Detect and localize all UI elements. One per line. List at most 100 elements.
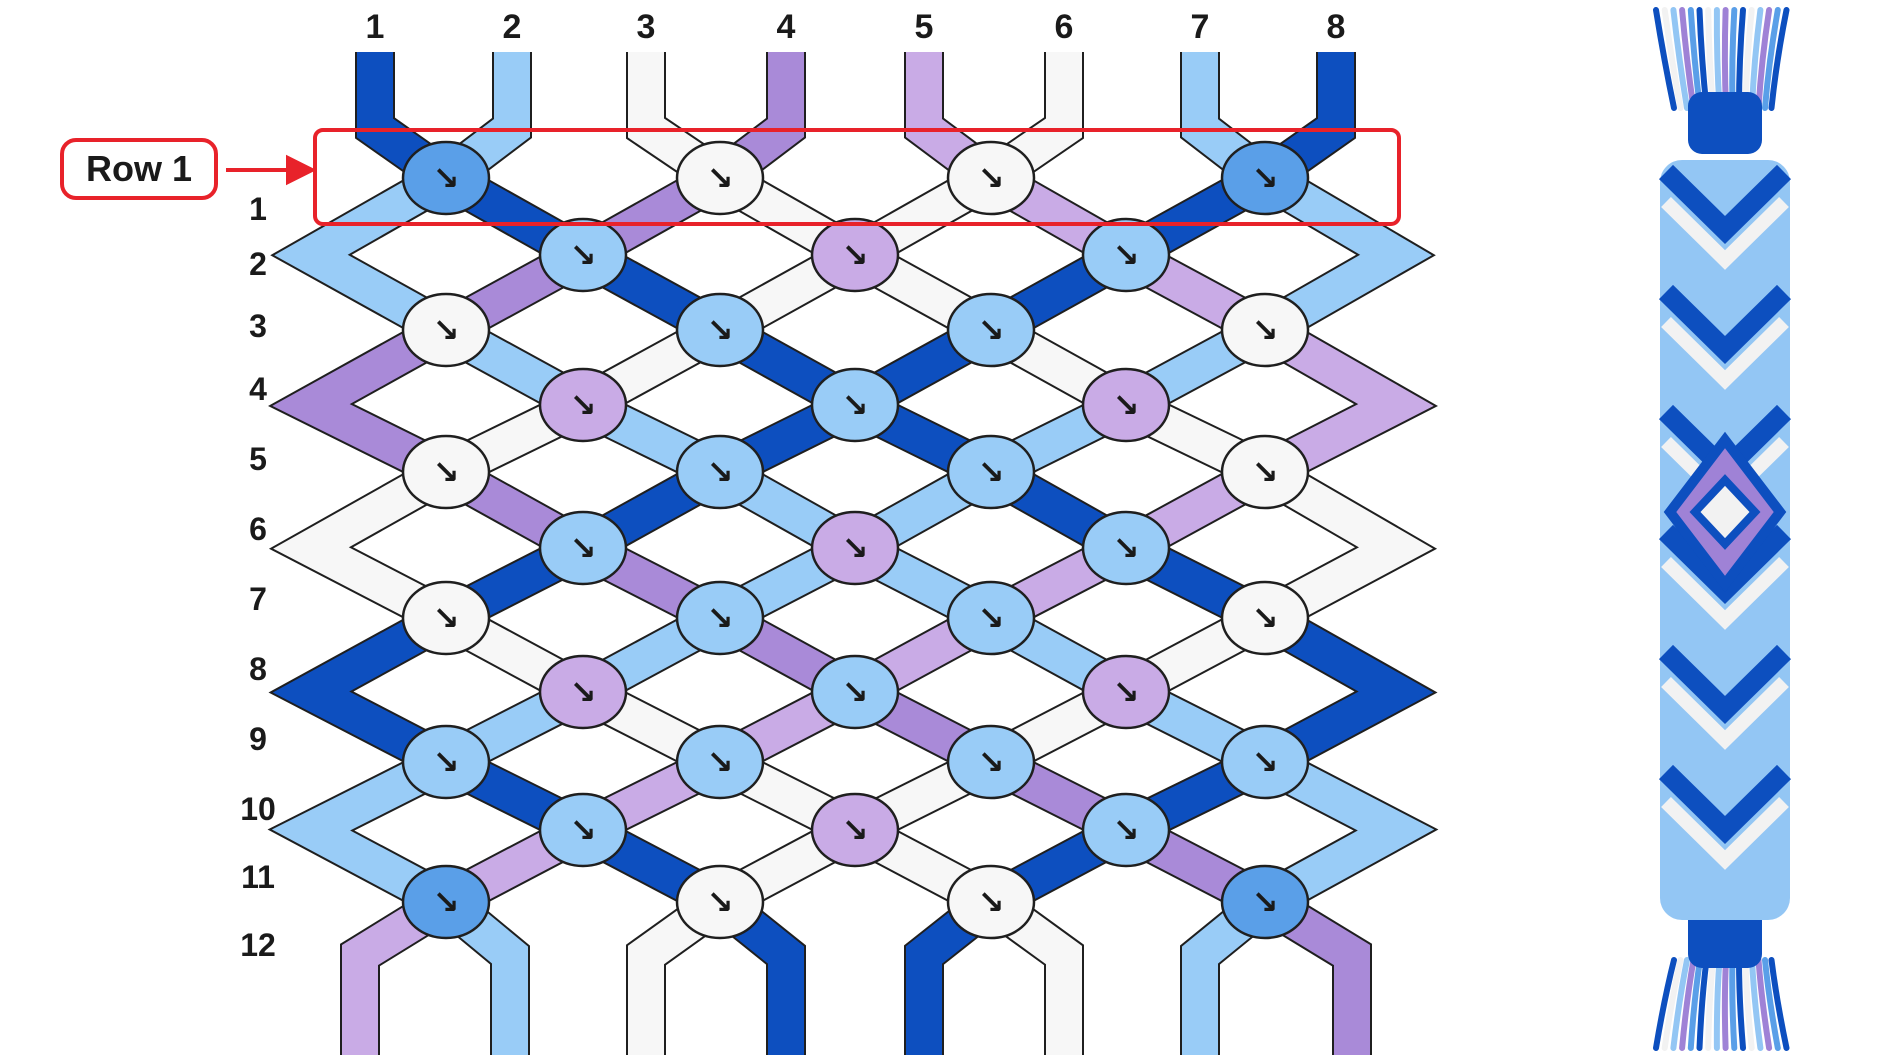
knot: ↘ — [675, 292, 765, 368]
knot: ↘ — [946, 292, 1036, 368]
fringe-thread — [1742, 957, 1755, 1051]
knot: ↘ — [1081, 654, 1171, 730]
knot-circle — [1220, 292, 1310, 368]
arrow-down-right-icon: ↘ — [842, 237, 869, 273]
arrow-down-right-icon: ↘ — [1252, 312, 1279, 348]
knot: ↘ — [538, 367, 628, 443]
fringe-thread — [1670, 957, 1690, 1051]
fringe-thread — [1762, 957, 1781, 1051]
bracelet-chevron — [1658, 284, 1792, 365]
arrow-down-right-icon: ↘ — [842, 674, 869, 710]
arrow-down-right-icon: ↘ — [1252, 744, 1279, 780]
fringe-thread — [1661, 7, 1684, 111]
knot-circle — [946, 434, 1036, 510]
arrow-down-right-icon: ↘ — [570, 237, 597, 273]
knot: ↘ — [401, 292, 491, 368]
knot-circle — [946, 140, 1036, 216]
knot: ↘ — [810, 510, 900, 586]
bracelet-chevron — [1661, 797, 1789, 870]
knot: ↘ — [810, 367, 900, 443]
fringe-thread — [1768, 957, 1790, 1051]
knot: ↘ — [1081, 217, 1171, 293]
knot-circle — [1081, 510, 1171, 586]
knot-circle — [946, 580, 1036, 656]
knot: ↘ — [675, 724, 765, 800]
arrow-down-right-icon: ↘ — [707, 160, 734, 196]
knot: ↘ — [675, 434, 765, 510]
knot: ↘ — [810, 654, 900, 730]
knot-circle — [1220, 724, 1310, 800]
arrow-down-right-icon: ↘ — [1113, 530, 1140, 566]
knot-circle — [675, 864, 765, 940]
knot: ↘ — [946, 140, 1036, 216]
knot: ↘ — [401, 580, 491, 656]
knot: ↘ — [946, 580, 1036, 656]
column-number: 6 — [1055, 8, 1074, 46]
fringe-thread — [1696, 957, 1710, 1051]
bracelet-chevron — [1661, 197, 1789, 270]
knot-circle — [401, 580, 491, 656]
knot: ↘ — [946, 864, 1036, 940]
row-number: 11 — [241, 859, 275, 895]
arrow-down-right-icon: ↘ — [570, 812, 597, 848]
row-number: 7 — [249, 581, 267, 617]
arrow-down-right-icon: ↘ — [570, 530, 597, 566]
arrow-down-right-icon: ↘ — [707, 884, 734, 920]
knot-circle — [401, 724, 491, 800]
arrow-down-right-icon: ↘ — [433, 312, 460, 348]
row-number: 10 — [240, 791, 276, 827]
fringe-thread — [1679, 957, 1697, 1051]
knot-circle — [675, 434, 765, 510]
knot-circle — [810, 367, 900, 443]
arrow-down-right-icon: ↘ — [978, 884, 1005, 920]
row-number: 12 — [240, 927, 276, 963]
arrow-down-right-icon: ↘ — [433, 600, 460, 636]
knot-circle — [946, 292, 1036, 368]
row-number: 3 — [249, 308, 267, 344]
fringe-thread — [1661, 957, 1684, 1051]
row-number: 2 — [249, 246, 267, 282]
knot-circle — [1220, 434, 1310, 510]
row-number: 4 — [249, 371, 267, 407]
knot-circle — [946, 864, 1036, 940]
arrow-down-right-icon: ↘ — [978, 160, 1005, 196]
knot-circle — [675, 292, 765, 368]
knot: ↘ — [538, 792, 628, 868]
fringe-thread — [1705, 957, 1716, 1051]
knot-circle — [946, 724, 1036, 800]
arrow-down-right-icon: ↘ — [433, 454, 460, 490]
knot-circle — [538, 792, 628, 868]
arrow-down-right-icon: ↘ — [707, 454, 734, 490]
knot-circle — [401, 864, 491, 940]
arrow-down-right-icon: ↘ — [978, 312, 1005, 348]
row-number: 1 — [249, 191, 267, 227]
row-number: 8 — [249, 651, 267, 687]
knot-circle — [675, 724, 765, 800]
fringe-thread — [1755, 957, 1773, 1051]
knot-circle — [1081, 654, 1171, 730]
row-number: 6 — [249, 511, 267, 547]
knot-circle — [538, 654, 628, 730]
bracelet-chevron — [1658, 764, 1792, 845]
knot: ↘ — [401, 724, 491, 800]
fringe-thread — [1762, 7, 1781, 111]
knot: ↘ — [1220, 140, 1310, 216]
column-number: 5 — [915, 8, 934, 46]
knot: ↘ — [1220, 580, 1310, 656]
knot-circle — [401, 292, 491, 368]
knot: ↘ — [675, 580, 765, 656]
knots: ↘↘↘↘↘↘↘↘↘↘↘↘↘↘↘↘↘↘↘↘↘↘↘↘↘↘↘↘↘↘↘↘↘↘↘↘↘↘↘ — [401, 140, 1310, 940]
knot-circle — [810, 510, 900, 586]
arrow-down-right-icon: ↘ — [842, 530, 869, 566]
knot: ↘ — [401, 434, 491, 510]
arrow-down-right-icon: ↘ — [1252, 454, 1279, 490]
knot: ↘ — [401, 140, 491, 216]
row-1-label-badge — [60, 138, 218, 200]
arrow-down-right-icon: ↘ — [1113, 387, 1140, 423]
knot-circle — [401, 140, 491, 216]
arrow-down-right-icon: ↘ — [1252, 884, 1279, 920]
knot-circle — [1081, 217, 1171, 293]
fringe-thread — [1729, 957, 1738, 1051]
knot: ↘ — [946, 724, 1036, 800]
row-1-callout: Row 1 — [60, 128, 1401, 226]
